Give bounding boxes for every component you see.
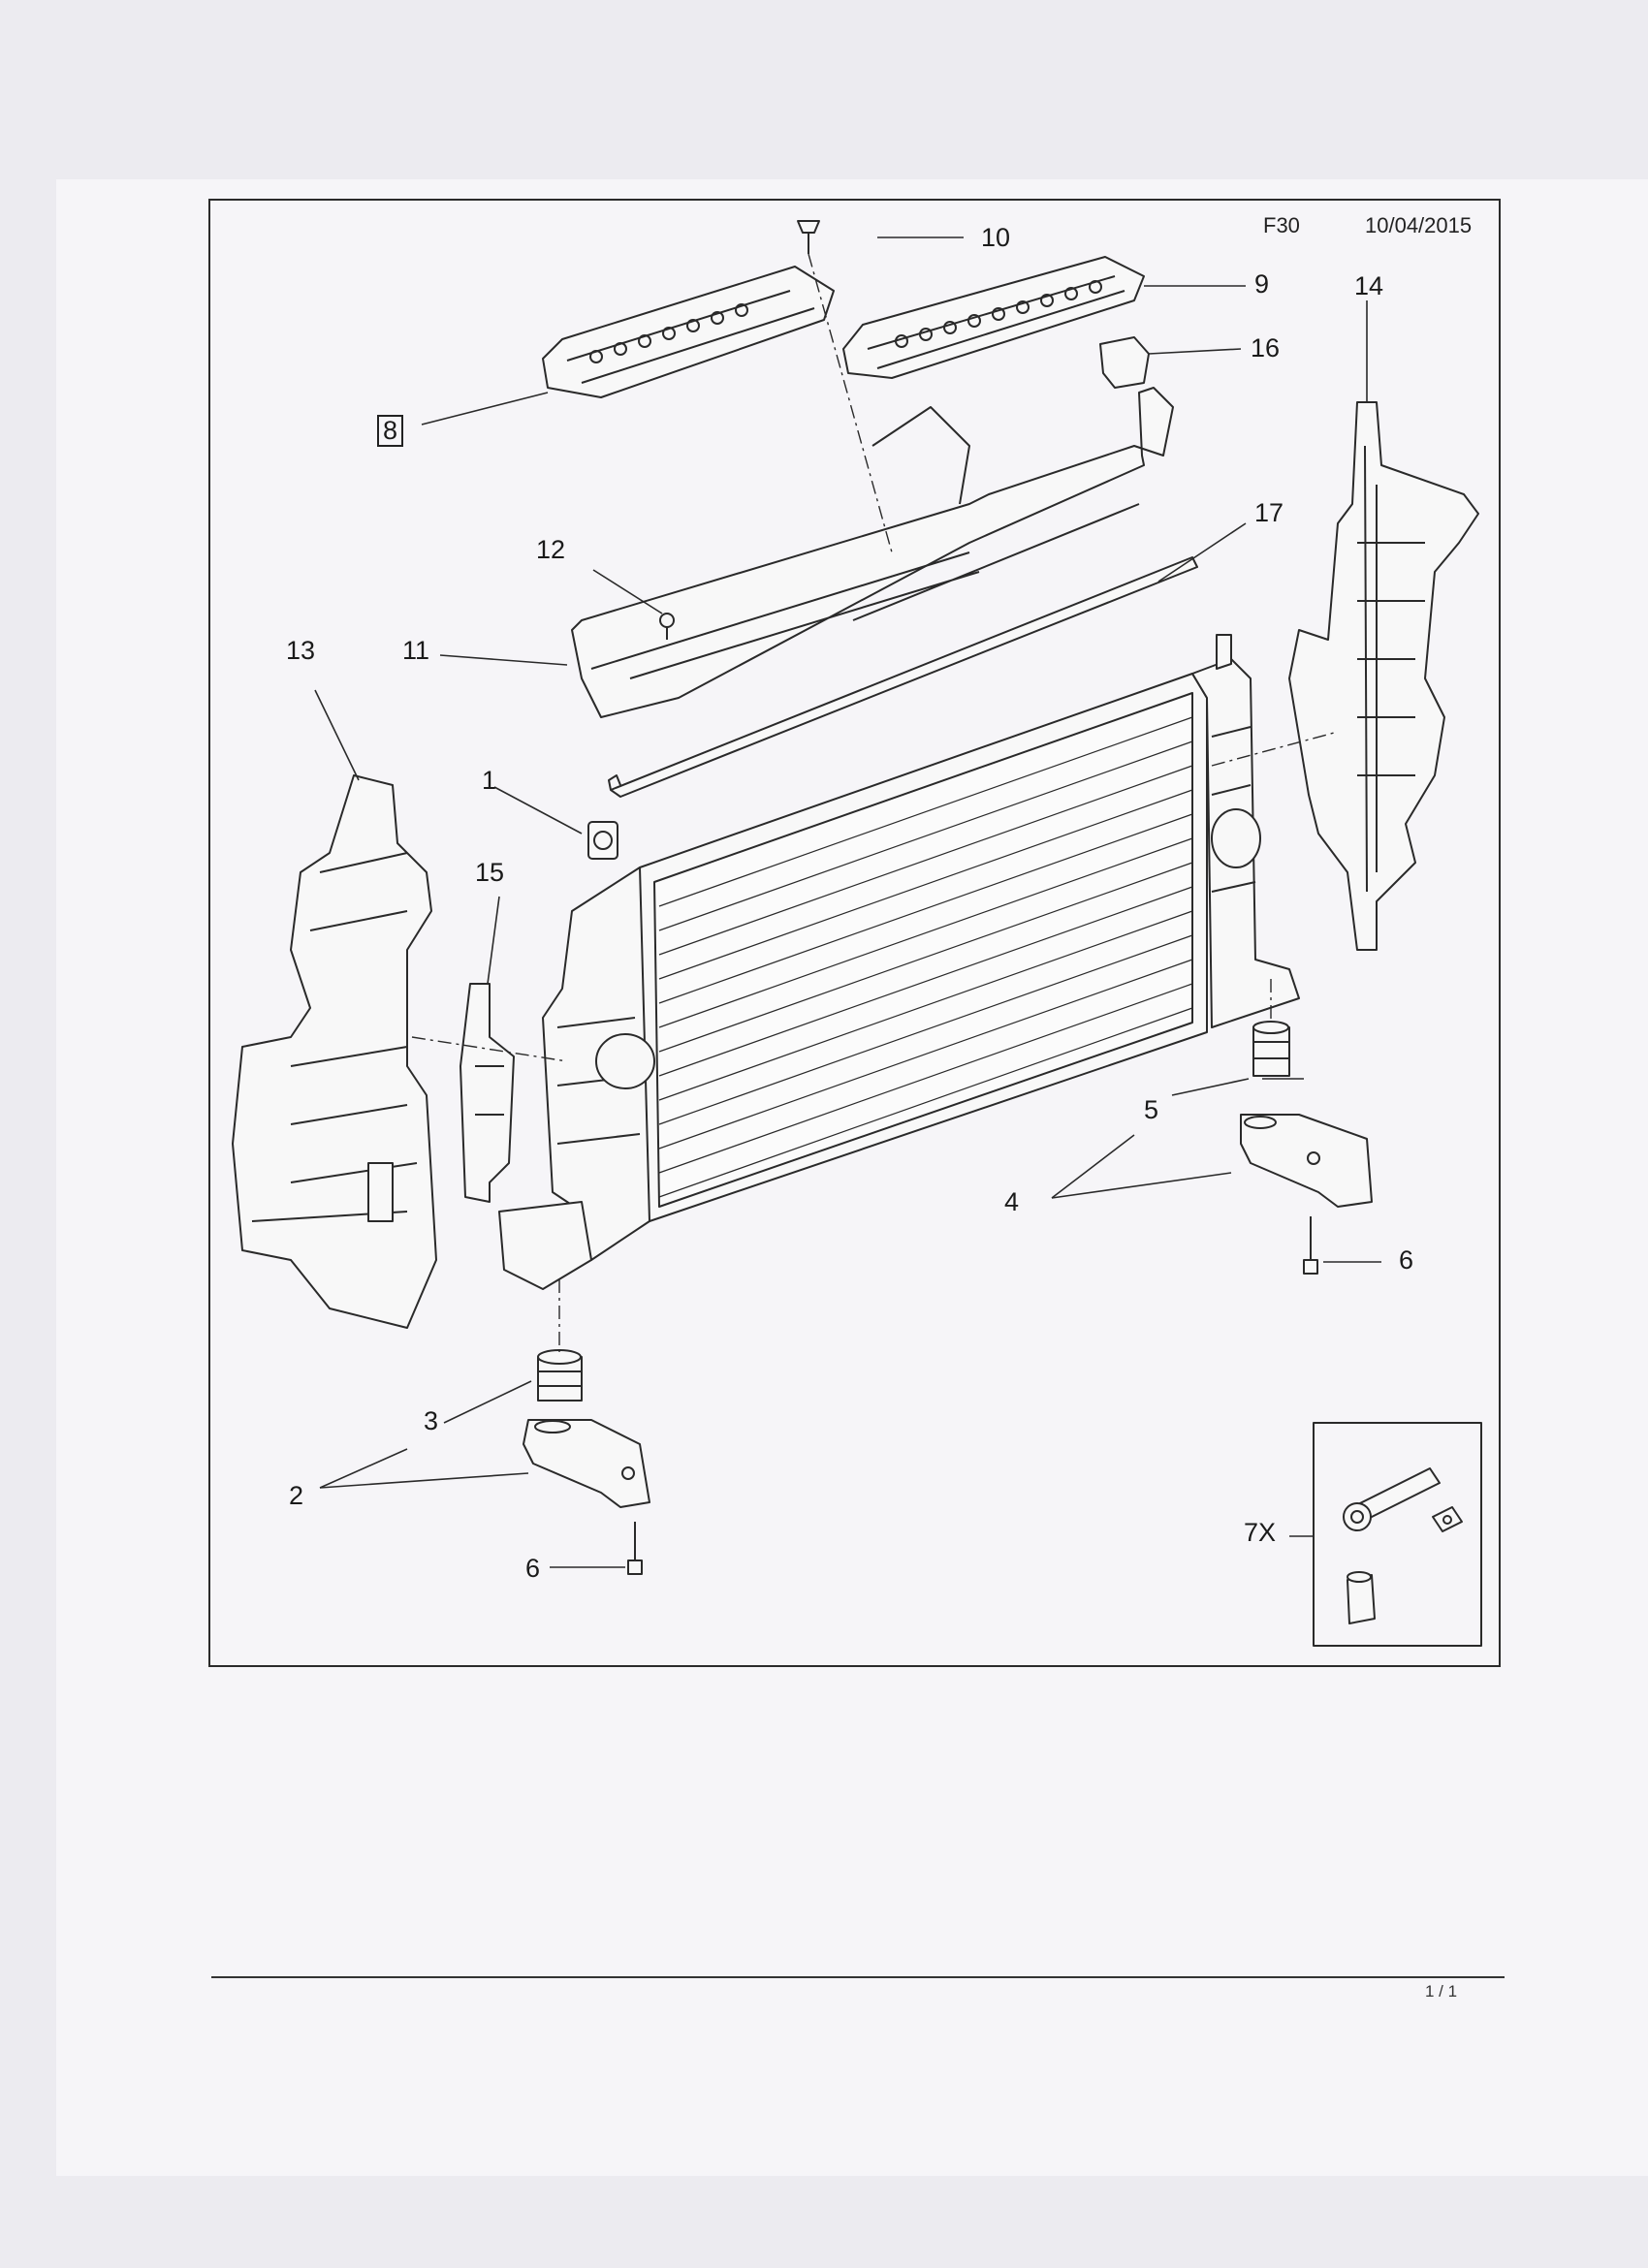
- part-2-left-bracket: [523, 1419, 650, 1508]
- part-5-right-rubber-mount: [1252, 1021, 1290, 1077]
- callout-10: 10: [981, 223, 1011, 252]
- part-13-left-air-guide: [232, 774, 437, 1329]
- part-10-clip: [797, 220, 820, 254]
- part-4-right-bracket: [1240, 1114, 1373, 1208]
- part-15-side-seal: [460, 983, 515, 1203]
- part-1-upper-mount: [587, 821, 618, 860]
- callout-5: 5: [1144, 1095, 1159, 1124]
- radiator-assembly: [498, 634, 1300, 1290]
- callout-2: 2: [289, 1481, 304, 1510]
- part-8-air-deflector-left: [542, 266, 835, 398]
- callout-12: 12: [536, 535, 566, 564]
- diagram-date: 10/04/2015: [1365, 213, 1473, 237]
- assembly-axes: [411, 253, 1339, 1352]
- callout-6-left: 6: [525, 1554, 541, 1583]
- callout-4: 4: [1004, 1187, 1020, 1216]
- callout-11: 11: [402, 636, 430, 665]
- part-12-clip: [659, 613, 675, 640]
- callout-8: 8: [377, 415, 404, 447]
- part-9-air-deflector-right: [842, 256, 1145, 379]
- part-6-right-screw: [1303, 1216, 1318, 1275]
- callout-15: 15: [475, 858, 505, 887]
- figure-code: F30: [1263, 213, 1300, 237]
- part-14-right-air-guide: [1288, 401, 1479, 951]
- part-16-bracket: [1099, 336, 1150, 389]
- callout-7x: 7X: [1244, 1518, 1277, 1547]
- page-number: 1 / 1: [1425, 1982, 1458, 2000]
- kit-7x-nut: [1432, 1506, 1463, 1532]
- callout-13: 13: [286, 636, 316, 665]
- diagram-frame: [208, 199, 1501, 1667]
- callout-9: 9: [1254, 269, 1270, 299]
- callout-17: 17: [1254, 498, 1284, 527]
- part-17-seal-strip: [608, 556, 1198, 798]
- kit-7x-spacer: [1347, 1571, 1376, 1624]
- callout-6-right: 6: [1399, 1245, 1414, 1275]
- callout-16: 16: [1251, 333, 1281, 362]
- footer-rule: [211, 1976, 1505, 1978]
- callout-14: 14: [1354, 271, 1384, 300]
- callout-1: 1: [482, 766, 497, 795]
- part-11-upper-air-guide: [571, 387, 1174, 718]
- callout-3: 3: [424, 1406, 439, 1435]
- kit-7x-box: [1313, 1422, 1482, 1647]
- part-3-left-rubber-mount: [537, 1349, 583, 1402]
- part-6-left-screw: [627, 1522, 643, 1575]
- kit-7x-bolt: [1343, 1467, 1441, 1531]
- leader-lines: [314, 236, 1381, 1568]
